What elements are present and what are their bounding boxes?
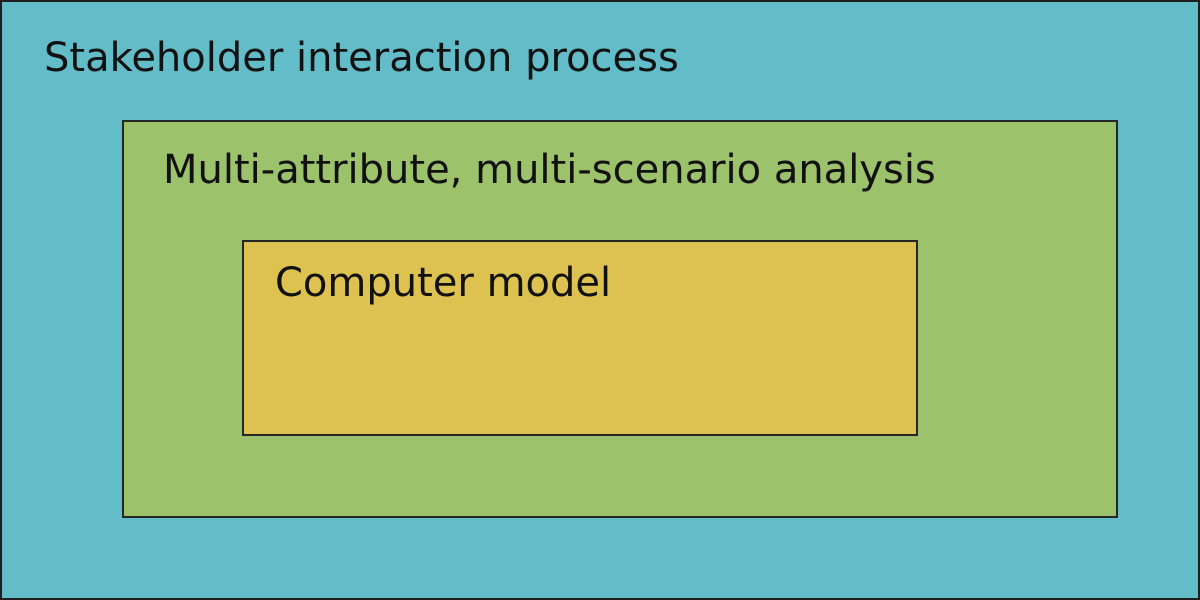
computer-model-box: Computer model [242,240,918,436]
middle-box-label: Multi-attribute, multi-scenario analysis [163,147,936,193]
multi-attribute-analysis-box: Multi-attribute, multi-scenario analysis… [122,120,1118,518]
inner-box-label: Computer model [275,260,612,306]
outer-box-label: Stakeholder interaction process [44,35,679,81]
